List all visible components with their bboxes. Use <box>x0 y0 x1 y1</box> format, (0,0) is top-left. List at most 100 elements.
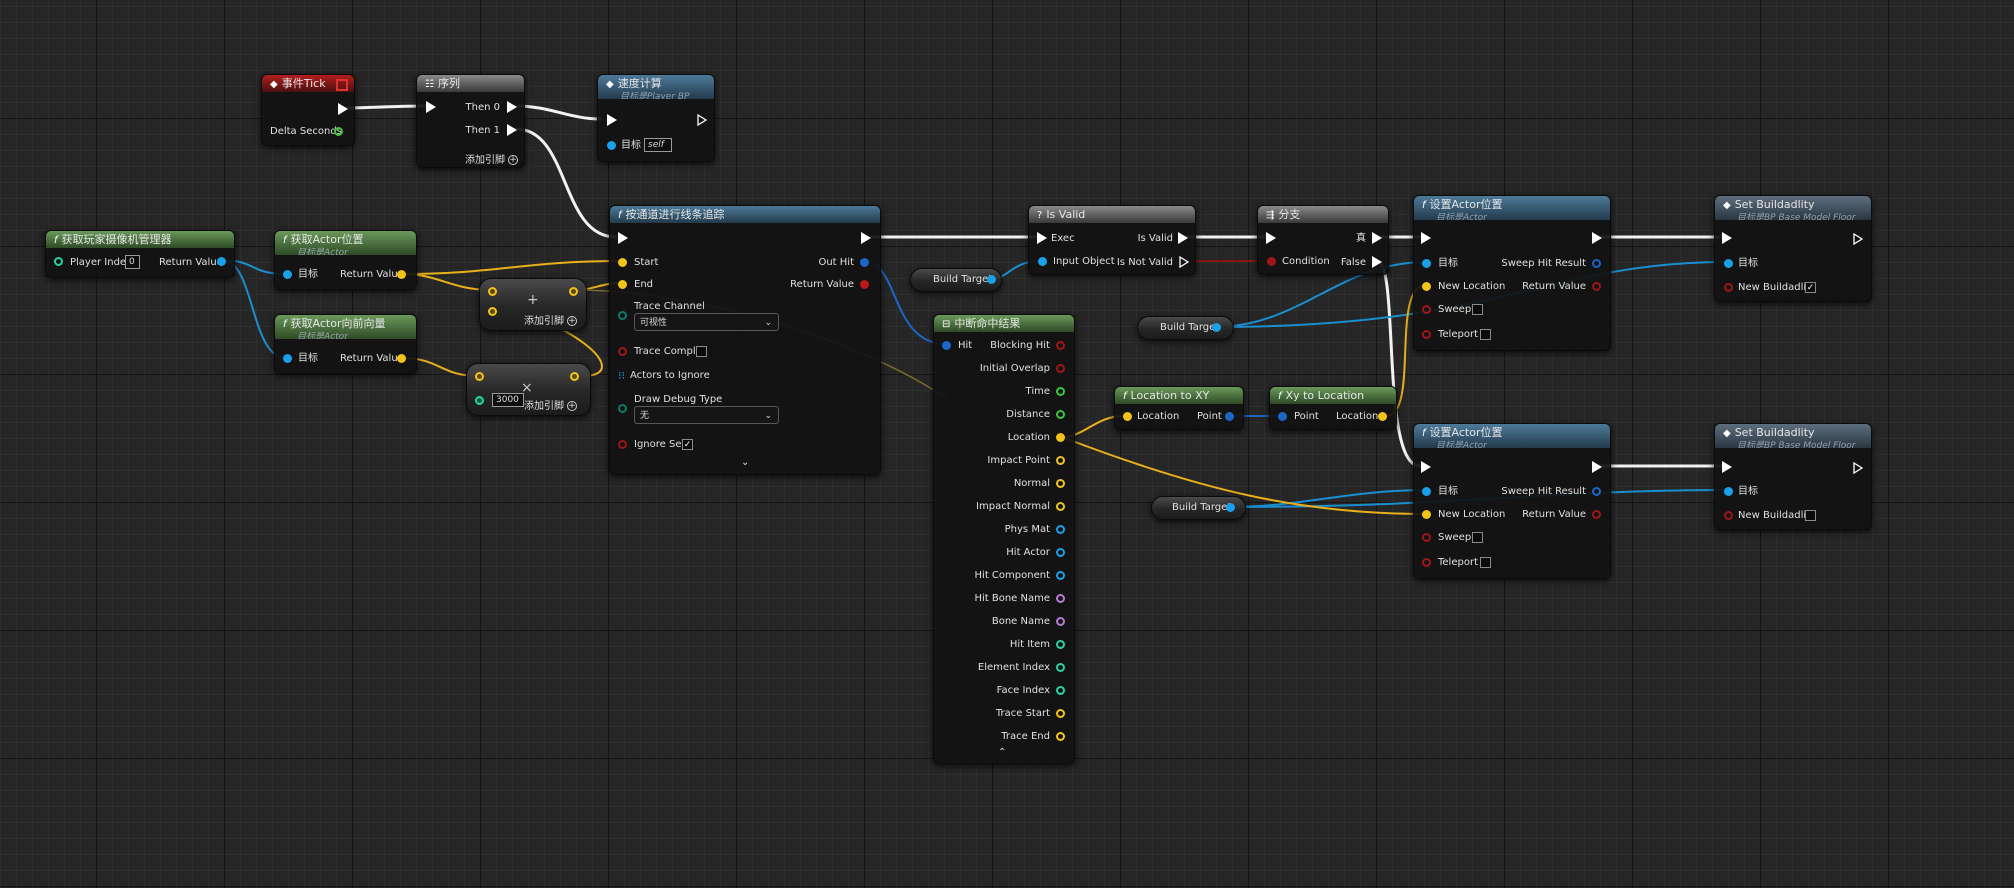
break-blocking-hit-pin[interactable] <box>1056 341 1065 350</box>
event-tick-header[interactable]: ◆事件Tick <box>262 75 354 92</box>
branch-node[interactable]: ⇶分支 真 Condition False <box>1257 205 1389 275</box>
trace-channel-pin[interactable] <box>618 311 627 320</box>
build-target-2-pin[interactable] <box>1212 323 1221 332</box>
set1-exec-in-pin[interactable] <box>1421 232 1431 244</box>
break-trace-start-pin[interactable] <box>1056 709 1065 718</box>
loc-to-xy-out-pin[interactable] <box>1225 412 1234 421</box>
set1-sweep-hit-pin[interactable] <box>1592 259 1601 268</box>
branch-false-pin[interactable] <box>1372 256 1382 268</box>
mul-node-add-pin-button[interactable]: 添加引脚+ <box>524 397 577 412</box>
input-object-pin[interactable] <box>1038 257 1047 266</box>
break-impact-point-pin[interactable] <box>1056 456 1065 465</box>
loc-to-xy-in-pin[interactable] <box>1123 412 1132 421</box>
trace-complex-checkbox[interactable] <box>696 346 707 357</box>
build2-exec-in-pin[interactable] <box>1722 461 1732 473</box>
ignore-self-checkbox[interactable]: ✓ <box>682 439 693 450</box>
set1-return-pin[interactable] <box>1592 282 1601 291</box>
get-fwd-return-pin[interactable] <box>397 354 406 363</box>
build1-checkbox[interactable]: ✓ <box>1805 282 1816 293</box>
speed-calc-node[interactable]: ◆速度计算 目标是Player BP 目标 self <box>597 74 715 162</box>
break-hit-bone-name-pin[interactable] <box>1056 594 1065 603</box>
break-distance-pin[interactable] <box>1056 410 1065 419</box>
break-bone-name-pin[interactable] <box>1056 617 1065 626</box>
break-hit-item-pin[interactable] <box>1056 640 1065 649</box>
build-target-1-pin[interactable] <box>987 275 996 284</box>
build2-new-buildability-pin[interactable] <box>1724 511 1733 520</box>
condition-pin[interactable] <box>1267 257 1276 266</box>
set1-new-location-pin[interactable] <box>1422 282 1431 291</box>
add-b-pin[interactable] <box>488 307 497 316</box>
sequence-node[interactable]: ☷序列 Then 0 Then 1 添加引脚+ <box>416 74 525 168</box>
break-phys-mat-pin[interactable] <box>1056 525 1065 534</box>
player-index-pin[interactable] <box>54 257 63 266</box>
build1-exec-out-pin[interactable] <box>1853 233 1863 245</box>
is-valid-header[interactable]: ?Is Valid <box>1029 206 1195 223</box>
branch-header[interactable]: ⇶分支 <box>1258 206 1388 223</box>
set1-target-pin[interactable] <box>1422 259 1431 268</box>
break-time-pin[interactable] <box>1056 387 1065 396</box>
trace-exec-out-pin[interactable] <box>861 232 871 244</box>
mul-a-pin[interactable] <box>475 372 484 381</box>
break-hit-header[interactable]: ⊟中断命中结果 <box>934 315 1074 332</box>
trace-return-pin[interactable] <box>860 280 869 289</box>
sequence-exec-in-pin[interactable] <box>426 101 436 113</box>
speed-target-self-field[interactable]: self <box>644 138 672 152</box>
build2-target-pin[interactable] <box>1724 487 1733 496</box>
build1-target-pin[interactable] <box>1724 259 1733 268</box>
sequence-header[interactable]: ☷序列 <box>417 75 524 92</box>
speed-exec-out-pin[interactable] <box>697 114 707 126</box>
get-loc-target-pin[interactable] <box>283 270 292 279</box>
break-location-pin[interactable] <box>1056 433 1065 442</box>
add-vector-node[interactable]: + 添加引脚+ <box>479 278 587 331</box>
build-target-getter-1[interactable]: Build Target <box>910 268 1002 292</box>
set2-teleport-checkbox[interactable] <box>1480 557 1491 568</box>
then0-pin[interactable] <box>507 101 517 113</box>
set1-teleport-pin[interactable] <box>1422 330 1431 339</box>
add-node-add-pin-button[interactable]: 添加引脚+ <box>524 312 577 327</box>
get-fwd-target-pin[interactable] <box>283 354 292 363</box>
break-hit-actor-pin[interactable] <box>1056 548 1065 557</box>
mul-out-pin[interactable] <box>570 372 579 381</box>
draw-debug-dropdown[interactable]: 无⌄ <box>634 406 779 424</box>
set2-target-pin[interactable] <box>1422 487 1431 496</box>
set-buildability-node-2[interactable]: ◆Set Buildadlity 目标是BP Base Model Floor … <box>1714 423 1872 530</box>
break-element-index-pin[interactable] <box>1056 663 1065 672</box>
trace-start-pin[interactable] <box>618 258 627 267</box>
add-out-pin[interactable] <box>569 287 578 296</box>
set-buildability-node-1[interactable]: ◆Set Buildadlity 目标是BP Base Model Floor … <box>1714 195 1872 302</box>
branch-true-pin[interactable] <box>1372 232 1382 244</box>
multiply-vector-node[interactable]: 3000 × 添加引脚+ <box>466 363 591 416</box>
set2-sweep-pin[interactable] <box>1422 533 1431 542</box>
build2-exec-out-pin[interactable] <box>1853 462 1863 474</box>
set2-exec-out-pin[interactable] <box>1592 461 1602 473</box>
build-target-3-pin[interactable] <box>1226 503 1235 512</box>
speed-exec-in-pin[interactable] <box>607 114 617 126</box>
set-buildability-1-header[interactable]: ◆Set Buildadlity 目标是BP Base Model Floor <box>1715 196 1871 220</box>
mul-value-field[interactable]: 3000 <box>492 393 524 407</box>
set2-sweep-checkbox[interactable] <box>1472 532 1483 543</box>
set2-teleport-pin[interactable] <box>1422 558 1431 567</box>
ignore-self-pin[interactable] <box>618 440 627 449</box>
trace-channel-dropdown[interactable]: 可视性⌄ <box>634 313 779 331</box>
player-index-field[interactable]: 0 <box>125 255 140 269</box>
set1-sweep-pin[interactable] <box>1422 305 1431 314</box>
add-a-pin[interactable] <box>488 287 497 296</box>
speed-target-pin[interactable] <box>607 141 616 150</box>
is-valid-out-pin[interactable] <box>1178 232 1188 244</box>
set2-sweep-hit-pin[interactable] <box>1592 487 1601 496</box>
set2-return-pin[interactable] <box>1592 510 1601 519</box>
trace-complex-pin[interactable] <box>618 347 627 356</box>
